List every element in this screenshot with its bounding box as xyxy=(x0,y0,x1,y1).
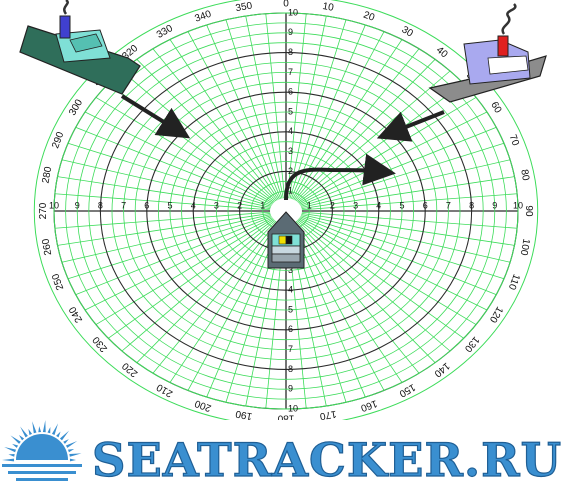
range-label: 6 xyxy=(423,200,428,210)
bearing-label: 180 xyxy=(277,412,294,420)
range-ring xyxy=(76,32,496,390)
range-label: 3 xyxy=(353,200,358,210)
bearing-label: 10 xyxy=(322,1,335,14)
range-label: 3 xyxy=(288,146,293,156)
bearing-label: 290 xyxy=(50,130,66,150)
range-ring xyxy=(134,81,438,341)
bearing-label: 200 xyxy=(193,397,213,413)
radar-plot: 0102030405060708090100110120130140150160… xyxy=(19,0,547,420)
range-ring xyxy=(99,52,473,370)
bearing-label: 20 xyxy=(362,10,377,24)
range-ring xyxy=(215,151,356,271)
range-ring xyxy=(123,71,449,351)
bearing-label: 260 xyxy=(40,237,54,256)
bearing-label: 270 xyxy=(38,202,49,219)
range-ring xyxy=(146,91,426,331)
bearing-label: 170 xyxy=(318,408,337,420)
range-label: 1 xyxy=(288,186,293,196)
bearing-label: 40 xyxy=(434,45,450,61)
range-label: 10 xyxy=(288,403,298,413)
range-label: 10 xyxy=(288,7,298,17)
bearing-label: 80 xyxy=(518,169,531,182)
bearing-label: 100 xyxy=(518,238,532,257)
range-ring xyxy=(204,141,368,281)
range-label: 10 xyxy=(513,200,523,210)
range-ring xyxy=(111,62,461,360)
range-label: 6 xyxy=(288,87,293,97)
bearing-label: 350 xyxy=(235,0,254,14)
range-ring xyxy=(88,42,484,380)
range-label: 6 xyxy=(288,324,293,334)
range-label: 8 xyxy=(98,200,103,210)
arrow-left-ship-icon xyxy=(120,94,191,139)
sun-logo-icon xyxy=(2,420,82,481)
range-label: 1 xyxy=(260,200,265,210)
range-label: 3 xyxy=(214,200,219,210)
range-label: 4 xyxy=(288,285,293,295)
range-label: 4 xyxy=(288,126,293,136)
range-label: 5 xyxy=(399,200,404,210)
bearing-label: 340 xyxy=(193,9,213,25)
range-label: 5 xyxy=(167,200,172,210)
bearing-label: 190 xyxy=(234,408,253,420)
range-label: 7 xyxy=(121,200,126,210)
range-label: 6 xyxy=(144,200,149,210)
range-ring xyxy=(181,121,391,301)
range-label: 4 xyxy=(191,200,196,210)
range-label: 8 xyxy=(288,47,293,57)
range-label: 7 xyxy=(446,200,451,210)
bearing-label: 70 xyxy=(507,133,521,148)
bearing-label: 60 xyxy=(488,100,503,116)
bearing-label: 90 xyxy=(523,205,534,217)
range-label: 5 xyxy=(288,106,293,116)
bearing-label: 110 xyxy=(506,272,522,291)
range-label: 9 xyxy=(288,27,293,37)
center-hole xyxy=(270,198,302,224)
range-label: 7 xyxy=(288,344,293,354)
arrow-own-ship-icon xyxy=(284,153,396,201)
range-label: 2 xyxy=(330,200,335,210)
target-ship-right-icon xyxy=(428,3,547,103)
outer-ring xyxy=(33,0,539,420)
range-label: 4 xyxy=(376,200,381,210)
bearing-label: 250 xyxy=(50,272,66,292)
range-label: 9 xyxy=(75,200,80,210)
bearing-label: 30 xyxy=(400,24,416,39)
bearing-label: 160 xyxy=(359,397,379,413)
range-label: 9 xyxy=(288,384,293,394)
range-label: 8 xyxy=(469,200,474,210)
own-ship-icon xyxy=(267,211,305,269)
range-label: 10 xyxy=(49,200,59,210)
range-label: 8 xyxy=(288,364,293,374)
range-label: 7 xyxy=(288,67,293,77)
range-label: 2 xyxy=(237,200,242,210)
range-ring xyxy=(169,111,403,311)
bearing-label: 0 xyxy=(283,0,289,10)
range-labels: 1111222233334444555566667777888899991010… xyxy=(49,7,523,413)
range-label: 1 xyxy=(307,200,312,210)
range-ring xyxy=(192,131,380,291)
range-label: 5 xyxy=(288,304,293,314)
outer-ring xyxy=(53,12,519,410)
brand-bar: SEATRACKER.RU xyxy=(2,420,562,488)
range-ring xyxy=(157,101,414,321)
range-label: 2 xyxy=(288,166,293,176)
bearing-label: 280 xyxy=(41,165,55,184)
arrow-right-ship-icon xyxy=(376,110,445,142)
target-ship-left-icon xyxy=(19,0,141,95)
brand-text: SEATRACKER.RU xyxy=(92,433,562,487)
range-ring xyxy=(65,22,507,400)
range-label: 3 xyxy=(288,265,293,275)
range-label: 9 xyxy=(492,200,497,210)
